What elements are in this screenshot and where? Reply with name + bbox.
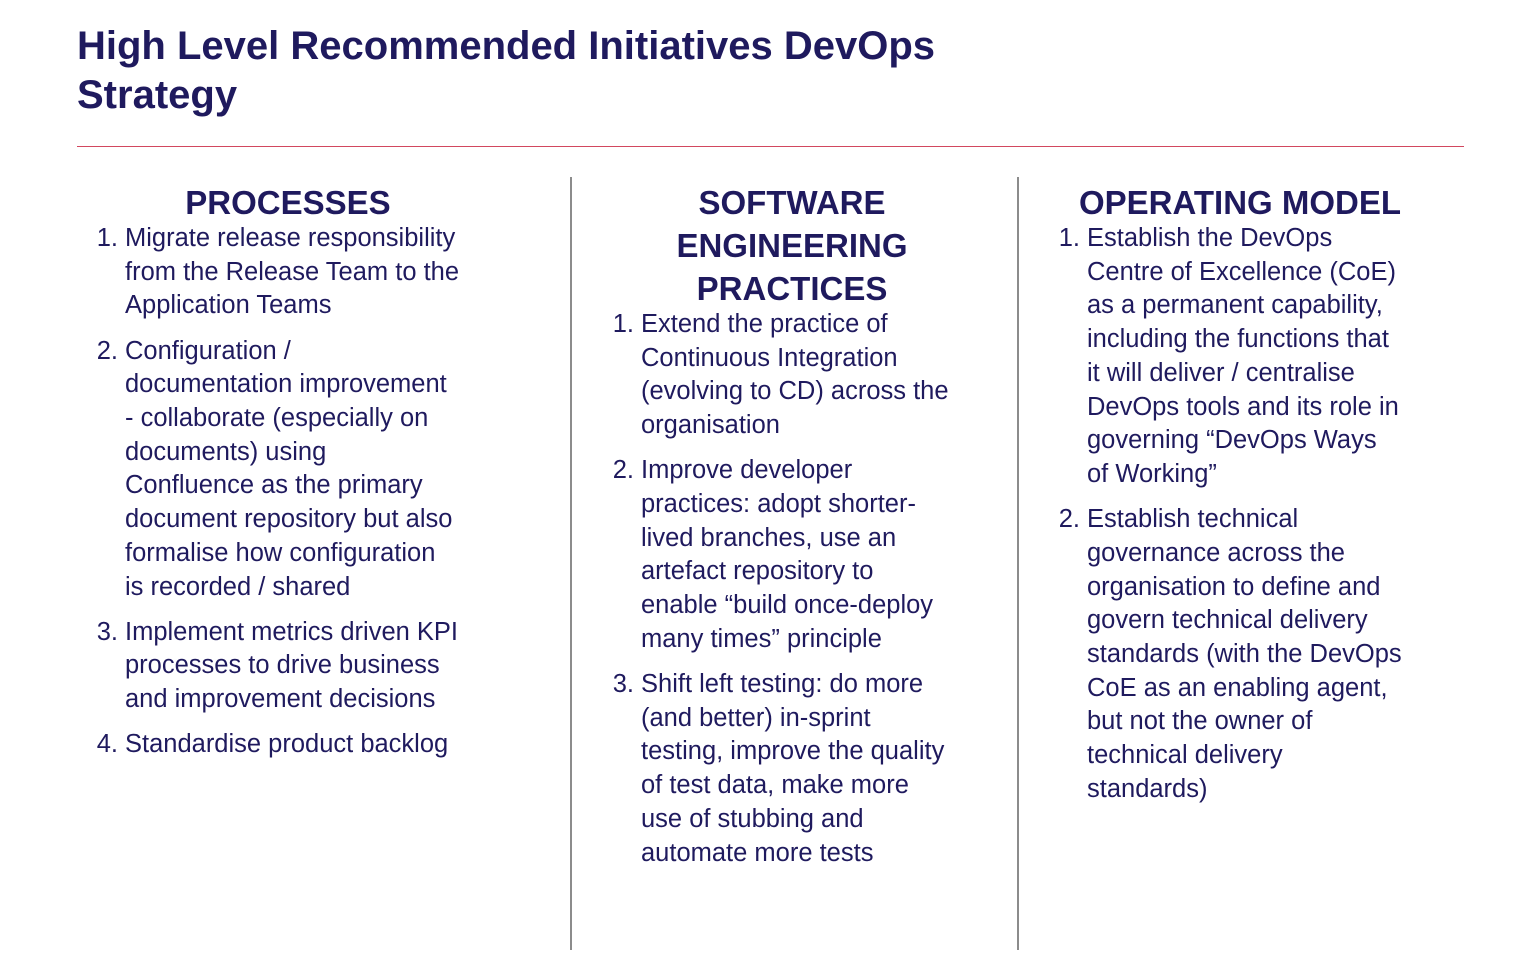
- list-item-line: processes to drive business: [125, 651, 440, 680]
- list-item-line: Shift left testing: do more: [641, 670, 924, 699]
- list-item-line: but not the owner of: [1087, 707, 1313, 736]
- title-underline: [77, 146, 1464, 147]
- list-item-line: Establish technical: [1087, 505, 1299, 534]
- list-item-line: documentation improvement: [125, 370, 447, 399]
- list-item-line: Continuous Integration: [641, 343, 898, 372]
- list-item-line: CoE as an enabling agent,: [1087, 673, 1388, 702]
- list-item-line: govern technical delivery: [1087, 606, 1368, 635]
- page-title-line: Strategy: [77, 73, 238, 117]
- list-item-line: Migrate release responsibility: [125, 224, 456, 252]
- list-item-line: testing, improve the quality: [641, 737, 945, 766]
- column-heading-line: OPERATING MODEL: [1078, 184, 1402, 221]
- column-divider-left: [570, 177, 572, 950]
- list-item-line: governing “DevOps Ways: [1087, 426, 1377, 455]
- list-item-line: Extend the practice of: [641, 310, 888, 338]
- list-item-number: 2.: [1058, 505, 1080, 534]
- initiative-list: 1.Extend the practice of Continuous Integ…: [592, 308, 992, 870]
- column-software-engineering-practices: SOFTWARE ENGINEERING PRACTICES 1.Extend th…: [592, 181, 992, 882]
- list-item-number: 2.: [96, 336, 118, 365]
- list-item-number: 1.: [1058, 224, 1080, 252]
- list-item: 3.Shift left testing: do more (and better…: [613, 668, 992, 870]
- list-item-text: Migrate release responsibility from the R…: [125, 222, 498, 323]
- list-item-line: Confluence as the primary: [125, 471, 423, 500]
- list-item-line: standards): [1087, 774, 1208, 803]
- column-divider-right: [1017, 177, 1019, 950]
- list-item-line: DevOps tools and its role in: [1087, 392, 1399, 421]
- list-item: 2.Configuration / documentation improveme…: [97, 335, 498, 605]
- list-item-line: Application Teams: [125, 291, 332, 320]
- list-item-number: 4.: [96, 730, 118, 759]
- list-item-line: of test data, make more: [641, 771, 909, 800]
- list-item-line: enable “build once-deploy: [641, 591, 934, 620]
- list-item-line: Standardise product backlog: [125, 730, 449, 759]
- list-item-number: 1.: [612, 310, 634, 338]
- list-item-line: is recorded / shared: [125, 572, 351, 601]
- list-item: 3.Implement metrics driven KPI processes …: [97, 616, 498, 717]
- list-item-line: Establish the DevOps: [1087, 224, 1333, 252]
- column-heading-line: ENGINEERING: [676, 227, 908, 264]
- list-item-line: of Working”: [1087, 459, 1217, 488]
- list-item-line: formalise how configuration: [125, 538, 436, 567]
- list-item-line: practices: adopt shorter-: [641, 490, 916, 519]
- list-item-line: technical delivery: [1087, 741, 1283, 770]
- column-heading-line: PROCESSES: [185, 184, 391, 221]
- page-title-line: High Level Recommended Initiatives DevOp…: [77, 24, 936, 68]
- list-item-line: automate more tests: [641, 838, 874, 867]
- list-item-number: 1.: [96, 224, 118, 252]
- list-item-line: - collaborate (especially on: [125, 404, 429, 433]
- list-item-text: Extend the practice of Continuous Integra…: [641, 308, 992, 443]
- list-item-line: from the Release Team to the: [125, 257, 460, 286]
- list-item-line: artefact repository to: [641, 557, 874, 586]
- list-item-line: documents) using: [125, 437, 327, 466]
- list-item-line: Implement metrics driven KPI: [125, 617, 459, 646]
- list-item-text: Standardise product backlog: [125, 728, 498, 762]
- list-item-line: use of stubbing and: [641, 804, 864, 833]
- list-item-text: Establish technical governance across the…: [1087, 503, 1440, 806]
- list-item-line: lived branches, use an: [641, 523, 897, 552]
- list-item-line: Centre of Excellence (CoE): [1087, 257, 1396, 286]
- list-item: 2.Improve developer practices: adopt shor…: [613, 454, 992, 656]
- list-item-line: Configuration /: [125, 336, 291, 365]
- column-heading: SOFTWARE ENGINEERING PRACTICES: [592, 181, 992, 310]
- column-heading-line: SOFTWARE: [698, 184, 886, 221]
- list-item-line: (and better) in-sprint: [641, 703, 871, 732]
- list-item-line: organisation to define and: [1087, 572, 1381, 601]
- list-item: 1.Migrate release responsibility from the…: [97, 222, 498, 323]
- list-item-line: as a permanent capability,: [1087, 291, 1383, 320]
- list-item-line: it will deliver / centralise: [1087, 358, 1355, 387]
- initiative-list: 1.Migrate release responsibility from the…: [78, 222, 498, 762]
- list-item-line: and improvement decisions: [125, 685, 436, 714]
- list-item-line: standards (with the DevOps: [1087, 639, 1402, 668]
- column-heading: OPERATING MODEL: [1040, 181, 1440, 224]
- list-item-text: Shift left testing: do more (and better) …: [641, 668, 992, 870]
- list-item-line: Improve developer: [641, 456, 853, 485]
- list-item-line: (evolving to CD) across the: [641, 377, 949, 406]
- list-item-line: document repository but also: [125, 505, 453, 534]
- list-item-number: 2.: [612, 456, 634, 485]
- list-item-line: governance across the: [1087, 538, 1345, 567]
- list-item-line: including the functions that: [1087, 325, 1389, 354]
- list-item: 4.Standardise product backlog: [97, 728, 498, 762]
- list-item-number: 3.: [96, 617, 118, 646]
- list-item: 2.Establish technical governance across t…: [1059, 503, 1440, 806]
- list-item-line: many times” principle: [641, 624, 882, 653]
- list-item-text: Configuration / documentation improvement…: [125, 335, 498, 605]
- list-item-text: Implement metrics driven KPI processes to…: [125, 616, 498, 717]
- list-item-line: organisation: [641, 411, 780, 440]
- column-heading: PROCESSES: [78, 181, 498, 224]
- column-heading-line: PRACTICES: [696, 270, 888, 307]
- page-title: High Level Recommended Initiatives DevOp…: [77, 22, 1077, 120]
- column-processes: PROCESSES 1.Migrate release responsibili…: [78, 181, 498, 774]
- list-item-text: Improve developer practices: adopt shorte…: [641, 454, 992, 656]
- list-item-number: 3.: [612, 670, 634, 699]
- list-item: 1.Extend the practice of Continuous Integ…: [613, 308, 992, 443]
